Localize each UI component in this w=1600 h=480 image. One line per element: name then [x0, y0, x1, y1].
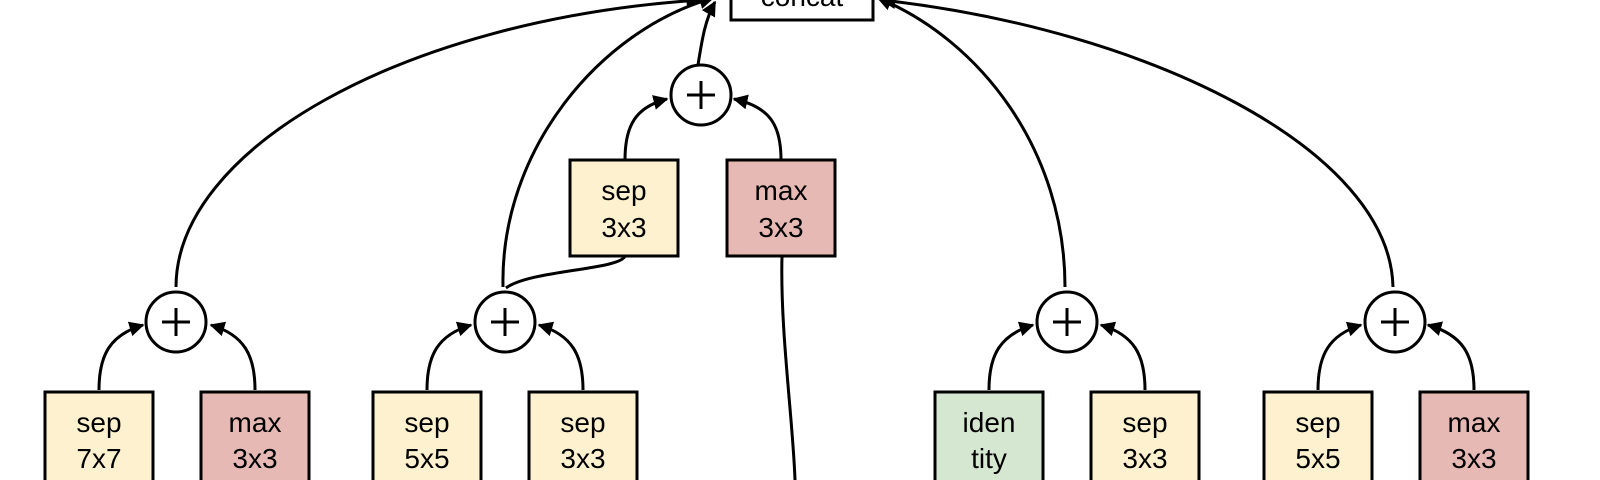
add-node-3 — [669, 63, 733, 127]
edge-add2-to-concat — [501, 0, 715, 288]
edge-sep5x5b-to-add5 — [1316, 321, 1363, 391]
edge-maxM-to-add3 — [732, 94, 783, 161]
svg-text:3x3: 3x3 — [1451, 443, 1496, 474]
edge-maxM-to-bottom — [780, 255, 797, 480]
svg-text:3x3: 3x3 — [560, 443, 605, 474]
edge-maxR-to-add5 — [1426, 321, 1476, 391]
svg-text:sep: sep — [1295, 407, 1340, 438]
add-node-4 — [1035, 290, 1099, 354]
edge-sep3x3a-to-add2 — [537, 321, 585, 391]
op-sep-5x5-left: sep 5x5 — [371, 390, 483, 480]
op-max-3x3-middle: max 3x3 — [725, 158, 837, 258]
op-sep-5x5-right: sep 5x5 — [1262, 390, 1374, 480]
edge-add3-to-concat — [696, 0, 717, 66]
edge-add5-to-concat — [880, 0, 1395, 288]
add-node-5 — [1363, 290, 1427, 354]
svg-text:5x5: 5x5 — [404, 443, 449, 474]
add-node-1 — [144, 290, 208, 354]
op-max-3x3-right: max 3x3 — [1418, 390, 1530, 480]
edge-maxL-to-add1 — [209, 321, 257, 391]
edge-ident-to-add4 — [987, 321, 1035, 391]
op-sep-3x3-middle: sep 3x3 — [568, 158, 680, 258]
svg-text:sep: sep — [76, 407, 121, 438]
svg-text:7x7: 7x7 — [76, 443, 121, 474]
svg-text:max: max — [755, 175, 808, 206]
edge-sep5x5a-to-add2 — [425, 321, 473, 391]
svg-text:3x3: 3x3 — [1122, 443, 1167, 474]
svg-text:3x3: 3x3 — [758, 212, 803, 243]
svg-text:sep: sep — [404, 407, 449, 438]
svg-text:5x5: 5x5 — [1295, 443, 1340, 474]
svg-text:iden: iden — [963, 407, 1016, 438]
op-max-3x3-left: max 3x3 — [199, 390, 311, 480]
edge-sep7x7-to-add1 — [97, 321, 145, 391]
svg-text:max: max — [1448, 407, 1501, 438]
svg-text:tity: tity — [971, 443, 1007, 474]
svg-text:sep: sep — [601, 175, 646, 206]
op-sep-3x3-right: sep 3x3 — [1089, 390, 1201, 480]
edge-sep3x3m-to-add3 — [623, 95, 669, 161]
svg-text:3x3: 3x3 — [232, 443, 277, 474]
svg-text:max: max — [229, 407, 282, 438]
add-node-2 — [473, 290, 537, 354]
op-sep-7x7: sep 7x7 — [43, 390, 155, 480]
svg-text:sep: sep — [560, 407, 605, 438]
op-identity: iden tity — [933, 390, 1045, 480]
svg-text:sep: sep — [1122, 407, 1167, 438]
edge-add4-to-concat — [876, 0, 1067, 288]
edge-add2-to-sep3x3m — [505, 255, 627, 290]
op-sep-3x3-left: sep 3x3 — [527, 390, 639, 480]
svg-text:3x3: 3x3 — [601, 212, 646, 243]
concat-label: concat — [761, 0, 844, 12]
edge-add1-to-concat — [174, 0, 702, 288]
edge-sep3x3b-to-add4 — [1099, 321, 1147, 391]
concat-node: concat — [729, 0, 875, 22]
